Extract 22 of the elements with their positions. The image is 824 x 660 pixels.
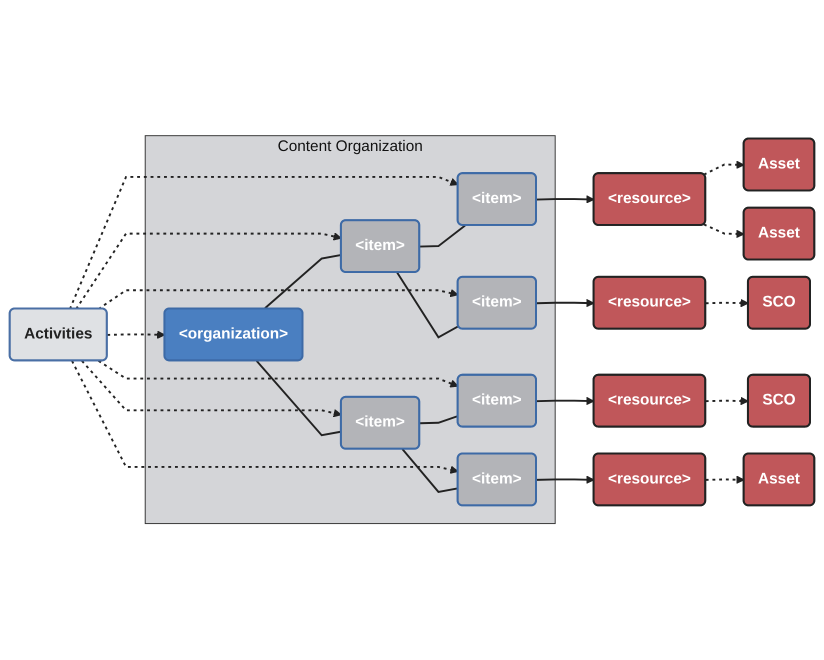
- arrow: [71, 360, 458, 474]
- arrow: [706, 397, 749, 406]
- arrow: [98, 289, 458, 310]
- arrow: [98, 360, 458, 388]
- arrow: [706, 299, 749, 308]
- arrow: [704, 224, 744, 238]
- arrow: [536, 397, 594, 406]
- connector: [263, 254, 342, 310]
- arrow: [69, 176, 458, 310]
- connector: [256, 360, 342, 437]
- arrow: [706, 476, 744, 484]
- connector: [402, 448, 458, 494]
- arrow: [107, 330, 166, 340]
- connector: [420, 415, 458, 425]
- arrow: [536, 299, 594, 308]
- connector: [420, 225, 466, 248]
- arrow: [536, 195, 594, 204]
- arrow: [75, 232, 342, 310]
- connector: [396, 272, 459, 339]
- arrow: [81, 360, 342, 418]
- arrow: [703, 160, 744, 176]
- arrow: [536, 476, 594, 484]
